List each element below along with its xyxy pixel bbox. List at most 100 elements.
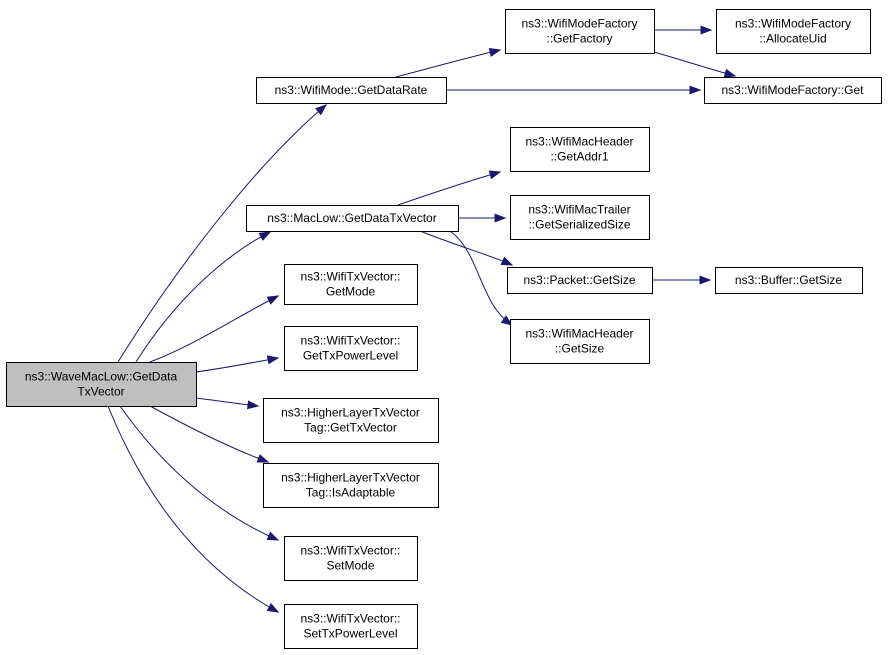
edge-arrowhead: [266, 355, 280, 365]
edge-root-to-getdatarate: [117, 104, 328, 363]
node-box: [510, 319, 650, 364]
node-maclowgetdatatxvector[interactable]: ns3::MacLow::GetDataTxVector: [246, 205, 459, 232]
node-label: ns3::WifiMacHeader: [525, 327, 633, 341]
edge-getfactory-to-factoryget: [653, 51, 737, 78]
node-box: [510, 127, 650, 172]
node-gettxpowerlevel[interactable]: ns3::WifiTxVector::GetTxPowerLevel: [284, 326, 418, 371]
node-label: ns3::Packet::GetSize: [523, 273, 635, 287]
edge-root-to-getmode: [149, 295, 280, 363]
edge-arrowhead: [488, 170, 502, 180]
node-box: [263, 398, 439, 443]
node-label: TxVector: [77, 385, 124, 399]
edge-arrowhead: [500, 315, 514, 326]
node-setmode[interactable]: ns3::WifiTxVector::SetMode: [284, 536, 418, 581]
node-box: [284, 264, 418, 305]
node-settxpowerlevel[interactable]: ns3::WifiTxVector::SetTxPowerLevel: [284, 604, 418, 649]
edge-getfactory-to-allocateuid: [654, 25, 713, 35]
node-box: [246, 205, 459, 232]
node-label: ns3::WifiModeFactory: [735, 17, 851, 31]
edge-arrowhead: [266, 531, 280, 541]
node-label: ::GetSize: [555, 342, 605, 356]
node-label: GetMode: [326, 285, 376, 299]
edge-root-to-gettxpowerlevel: [195, 355, 280, 373]
edge-root-to-maclowgetdatatxvector: [135, 231, 272, 363]
node-box: [263, 463, 439, 508]
node-label: ns3::WifiTxVector::: [300, 270, 400, 284]
edge-arrowhead: [247, 400, 260, 410]
node-box: [715, 267, 863, 294]
node-label: ns3::WifiMacHeader: [525, 135, 633, 149]
node-label: ns3::HigherLayerTxVector: [281, 471, 420, 485]
node-headergetsize[interactable]: ns3::WifiMacHeader::GetSize: [510, 319, 650, 364]
node-box: [256, 77, 447, 104]
node-label: Tag::IsAdaptable: [306, 486, 396, 500]
edge-root-to-setmode: [119, 405, 280, 541]
node-label: ns3::WaveMacLow::GetData: [25, 370, 178, 384]
edge-maclowgetdatatxvector-to-getserializedsize: [458, 213, 507, 223]
edge-arrowhead: [494, 213, 507, 223]
edge-arrowhead: [266, 602, 280, 613]
node-box: [716, 9, 871, 54]
edge-packetgetsize-to-buffergetsize: [652, 275, 712, 285]
node-getfactory[interactable]: ns3::WifiModeFactory::GetFactory: [505, 9, 655, 54]
edge-getdatarate-to-factoryget: [446, 85, 702, 95]
node-box: [704, 77, 882, 104]
node-box: [507, 267, 653, 294]
edge-root-to-gettxvector: [195, 397, 260, 410]
edge-maclowgetdatatxvector-to-getaddr1: [397, 170, 502, 206]
node-box: [510, 195, 650, 240]
edge-arrowhead: [500, 256, 514, 266]
edge-root-to-settxpowerlevel: [107, 405, 280, 613]
node-getmode[interactable]: ns3::WifiTxVector::GetMode: [284, 264, 418, 305]
node-label: ns3::WifiMacTrailer: [528, 203, 630, 217]
node-label: ns3::Buffer::GetSize: [735, 273, 842, 287]
node-label: ::GetFactory: [546, 32, 612, 46]
node-label: ns3::WifiModeFactory: [521, 17, 637, 31]
edge-maclowgetdatatxvector-to-packetgetsize: [419, 230, 514, 266]
node-box: [284, 604, 418, 649]
node-label: ns3::WifiTxVector::: [300, 334, 400, 348]
edge-arrowhead: [258, 231, 272, 241]
node-box: [6, 362, 197, 407]
node-buffergetsize[interactable]: ns3::Buffer::GetSize: [715, 267, 863, 294]
edge-arrowhead: [700, 25, 713, 35]
edge-root-to-isadaptable: [149, 405, 270, 463]
edge-arrowhead: [699, 275, 712, 285]
call-nodes: ns3::WaveMacLow::GetDataTxVectorns3::Wif…: [6, 9, 882, 649]
node-label: ::GetSerializedSize: [528, 218, 630, 232]
node-getdatarate[interactable]: ns3::WifiMode::GetDataRate: [256, 77, 447, 104]
edge-arrowhead: [256, 454, 270, 463]
node-label: SetTxPowerLevel: [303, 627, 397, 641]
node-factoryget[interactable]: ns3::WifiModeFactory::Get: [704, 77, 882, 104]
node-box: [284, 536, 418, 581]
node-getserializedsize[interactable]: ns3::WifiMacTrailer::GetSerializedSize: [510, 195, 650, 240]
edge-arrowhead: [315, 104, 328, 116]
node-label: ns3::HigherLayerTxVector: [281, 406, 420, 420]
edge-arrowhead: [266, 295, 280, 305]
edge-arrowhead: [689, 85, 702, 95]
node-root[interactable]: ns3::WaveMacLow::GetDataTxVector: [6, 362, 197, 407]
node-box: [505, 9, 655, 54]
node-label: ::GetAddr1: [550, 150, 608, 164]
node-getaddr1[interactable]: ns3::WifiMacHeader::GetAddr1: [510, 127, 650, 172]
node-box: [284, 326, 418, 371]
edge-maclowgetdatatxvector-to-headergetsize: [449, 230, 514, 326]
node-allocateuid[interactable]: ns3::WifiModeFactory::AllocateUid: [716, 9, 871, 54]
node-label: ns3::WifiModeFactory::Get: [721, 83, 864, 97]
edge-arrowhead: [488, 48, 502, 57]
node-packetgetsize[interactable]: ns3::Packet::GetSize: [507, 267, 653, 294]
node-label: SetMode: [326, 559, 374, 573]
node-label: ns3::WifiTxVector::: [300, 612, 400, 626]
node-label: ns3::WifiTxVector::: [300, 544, 400, 558]
node-label: ::AllocateUid: [759, 32, 826, 46]
edge-getdatarate-to-getfactory: [395, 48, 502, 78]
call-edges: [107, 25, 737, 613]
edge-arrowhead: [723, 68, 737, 78]
node-label: GetTxPowerLevel: [303, 349, 398, 363]
node-label: ns3::MacLow::GetDataTxVector: [267, 211, 436, 225]
node-label: ns3::WifiMode::GetDataRate: [275, 83, 428, 97]
node-label: Tag::GetTxVector: [304, 421, 397, 435]
